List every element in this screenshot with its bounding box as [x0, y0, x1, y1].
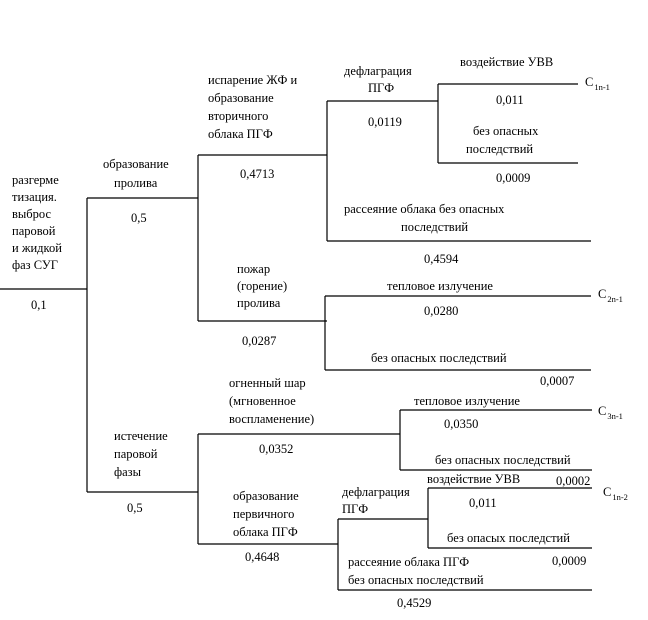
fire-probability: 0,0287 — [242, 334, 276, 348]
thermal2-outcome: C3n-1 — [598, 404, 623, 421]
noharm4-label: без опасых последстий — [447, 531, 570, 545]
uvv2-label: воздействие УВВ — [427, 472, 520, 486]
vapor-probability: 0,5 — [127, 501, 143, 515]
thermal2-probability: 0,0350 — [444, 417, 478, 431]
uvv1-outcome: C1n-1 — [585, 75, 610, 92]
thermal1-label: тепловое излучение — [387, 279, 493, 293]
primary-label: образование первичного облака ПГФ — [233, 489, 302, 539]
noharm2-label: без опасных последствий — [371, 351, 507, 365]
uvv1-probability: 0,011 — [496, 93, 524, 107]
disperse1-probability: 0,4594 — [424, 252, 459, 266]
noharm3-label: без опасных последствий — [435, 453, 571, 467]
evap-label: испарение ЖФ и образование вторичного об… — [208, 73, 300, 141]
fireball-label: огненный шар (мгновенное воспламенение) — [229, 376, 314, 426]
noharm2-probability: 0,0007 — [540, 374, 574, 388]
noharm1-probability: 0,0009 — [496, 171, 530, 185]
thermal1-probability: 0,0280 — [424, 304, 458, 318]
thermal2-label: тепловое излучение — [414, 394, 520, 408]
deflag2-label: дефлаграция ПГФ — [342, 485, 413, 516]
vapor-label: истечение паровой фазы — [114, 429, 171, 479]
uvv2-probability: 0,011 — [469, 496, 497, 510]
evap-probability: 0,4713 — [240, 167, 274, 181]
uvv1-label: воздействие УВВ — [460, 55, 553, 69]
deflag1-probability: 0,0119 — [368, 115, 402, 129]
spill-probability: 0,5 — [131, 211, 147, 225]
noharm3-probability: 0,0002 — [556, 474, 590, 488]
noharm4-probability: 0,0009 — [552, 554, 586, 568]
root-probability: 0,1 — [31, 298, 47, 312]
uvv2-outcome: C1n-2 — [603, 485, 628, 502]
root-label: разгерме тизация. выброс паровой и жидко… — [12, 173, 65, 272]
primary-probability: 0,4648 — [245, 550, 279, 564]
disperse2-probability: 0,4529 — [397, 596, 431, 610]
disperse1-label: рассеяние облака без опасных последствий — [344, 202, 508, 234]
disperse2-label: рассеяние облака ПГФ без опасных последс… — [348, 555, 484, 587]
deflag1-label: дефлаграция ПГФ — [344, 64, 415, 95]
spill-label: образование пролива — [103, 157, 172, 190]
fire-label: пожар (горение) пролива — [237, 262, 290, 310]
thermal1-outcome: C2n-1 — [598, 287, 623, 304]
noharm1-label: без опасных последствий — [466, 124, 541, 156]
fireball-probability: 0,0352 — [259, 442, 293, 456]
